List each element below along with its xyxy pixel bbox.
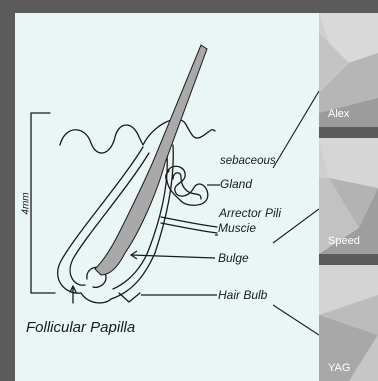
gland-label: Gland — [220, 177, 252, 191]
follicular-papilla-label: Follicular Papilla — [26, 319, 135, 336]
tab-yag[interactable]: YAG — [319, 265, 378, 381]
alex-connector — [273, 91, 319, 168]
tab-speed[interactable]: Speed — [319, 138, 378, 254]
hair-bulb-label: Hair Bulb — [218, 288, 267, 302]
yag-connector — [273, 305, 319, 335]
arrector-pili-muscle-2 — [161, 223, 217, 233]
arrector-pili-label: Arrector Pili — [219, 206, 281, 220]
tab-alex-label: Alex — [328, 108, 349, 120]
diagram-panel: sebaceous Gland Arrector Pili Muscie Bul… — [15, 13, 319, 381]
tab-speed-label: Speed — [328, 235, 360, 247]
arrector-pili-muscle — [161, 217, 217, 227]
sebaceous-label: sebaceous — [220, 155, 276, 167]
scale-bar — [31, 113, 55, 293]
bulb-outline — [81, 293, 111, 303]
scale-label: 4mm — [21, 192, 32, 214]
bulge-label: Bulge — [218, 251, 249, 265]
muscle-label: Muscie — [218, 221, 256, 235]
tab-yag-label: YAG — [328, 362, 350, 374]
skin-surface — [60, 119, 215, 153]
hair-shaft — [95, 45, 207, 275]
tab-alex[interactable]: Alex — [319, 13, 378, 127]
bulge-leader — [131, 255, 215, 258]
